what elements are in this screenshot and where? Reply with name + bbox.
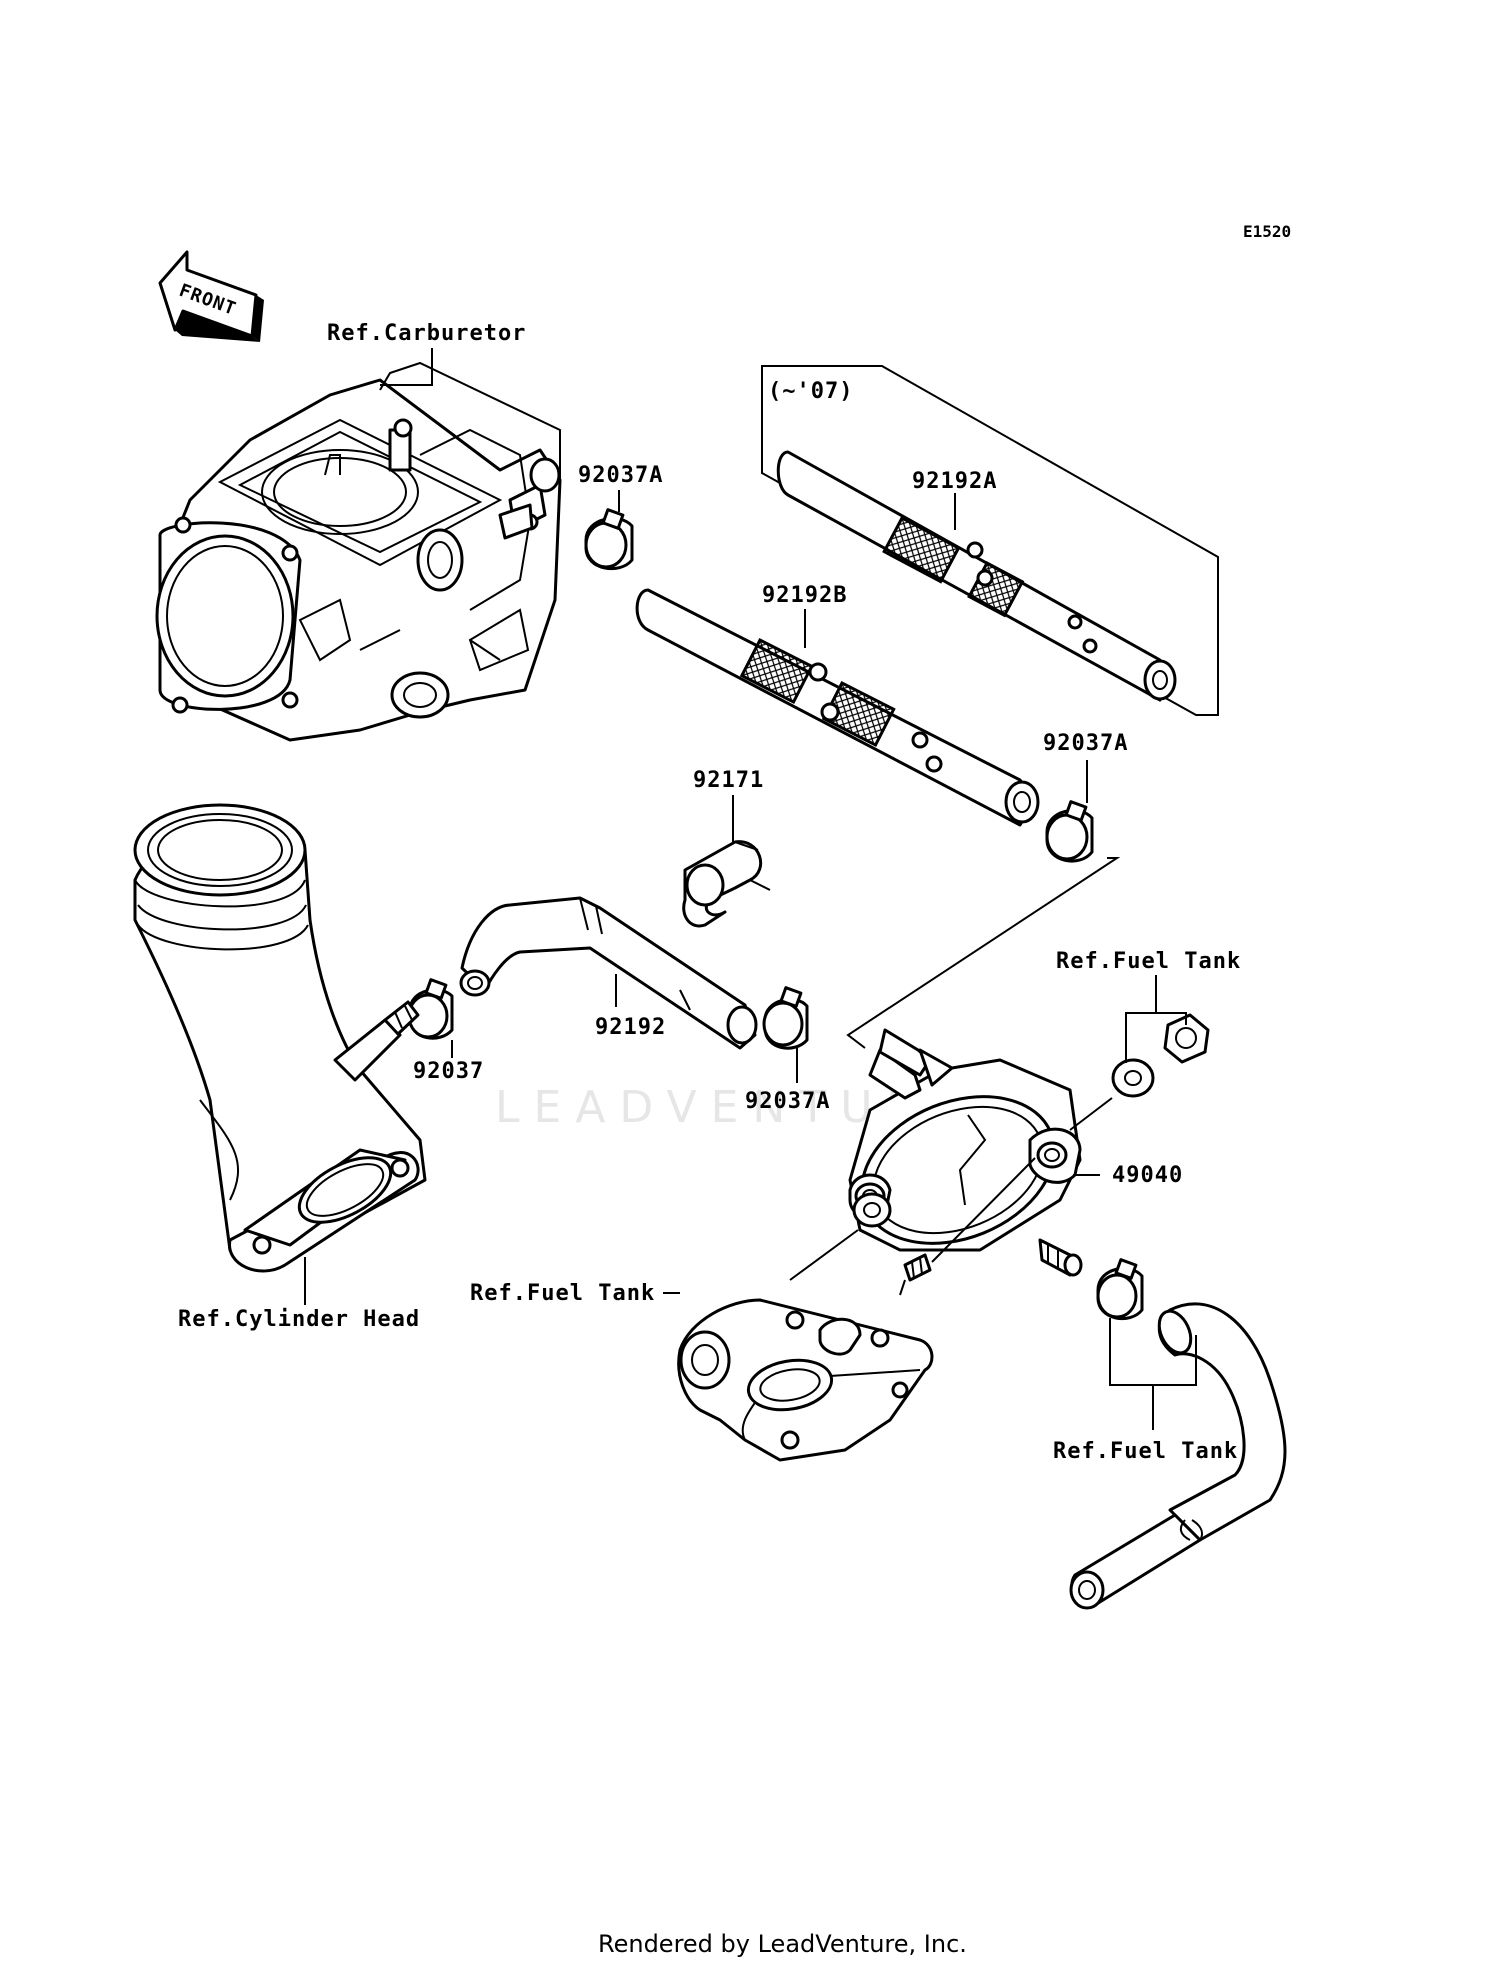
intake-manifold-drawing xyxy=(133,803,427,1273)
screw-leader xyxy=(931,1157,1036,1263)
year-range-label: (~'07) xyxy=(768,379,853,404)
part-label-92192: 92192 xyxy=(595,1015,666,1040)
holder-92171 xyxy=(682,840,771,928)
fuel-cock-49040 xyxy=(848,1028,1083,1277)
screw-stud xyxy=(899,1253,932,1296)
ref-fuel-tank-top-label: Ref.Fuel Tank xyxy=(1056,949,1241,974)
fuel-hose-lower xyxy=(1069,1302,1287,1610)
part-label-92192a: 92192A xyxy=(912,469,997,494)
washer-left-leader xyxy=(789,1229,859,1281)
part-label-49040: 49040 xyxy=(1112,1163,1183,1188)
hose-92192a xyxy=(776,450,1177,702)
hose-92192 xyxy=(459,896,758,1050)
clamp-lower xyxy=(1096,1258,1144,1320)
ref-carburetor-label: Ref.Carburetor xyxy=(327,321,526,346)
clamp-92037a-upper-right xyxy=(1045,800,1094,863)
footer-credit: Rendered by LeadVenture, Inc. xyxy=(598,1930,967,1958)
clamp-92037-left xyxy=(407,978,454,1040)
part-label-92171: 92171 xyxy=(693,768,764,793)
fuel-tank-bracket xyxy=(677,1298,934,1462)
part-label-92037a-carb: 92037A xyxy=(578,463,663,488)
part-label-92037a-upper-right: 92037A xyxy=(1043,731,1128,756)
hose-routing-line xyxy=(846,857,1121,1049)
clamp-92037a-carb xyxy=(584,508,634,570)
diagram-code: E1520 xyxy=(1243,222,1291,241)
carburetor-drawing xyxy=(155,361,562,742)
clamp-92037a-center xyxy=(762,986,809,1050)
front-arrow-icon: FRONT xyxy=(158,250,264,342)
washer-right-leader xyxy=(1069,1097,1113,1131)
washer-left xyxy=(852,1192,892,1228)
hose-92192b xyxy=(635,588,1040,827)
part-label-92192b: 92192B xyxy=(762,583,847,608)
nut xyxy=(1163,1013,1210,1064)
washer-right xyxy=(1111,1058,1155,1098)
ref-fuel-tank-bottom-label: Ref.Fuel Tank xyxy=(1053,1439,1238,1464)
carburetor-leader xyxy=(380,348,433,386)
ref-cylinder-head-label: Ref.Cylinder Head xyxy=(178,1307,420,1332)
inset-box xyxy=(761,365,1219,716)
ref-fuel-tank-left-label: Ref.Fuel Tank xyxy=(470,1281,655,1306)
part-label-92037: 92037 xyxy=(413,1059,484,1084)
part-label-92037a-center: 92037A xyxy=(745,1089,830,1114)
